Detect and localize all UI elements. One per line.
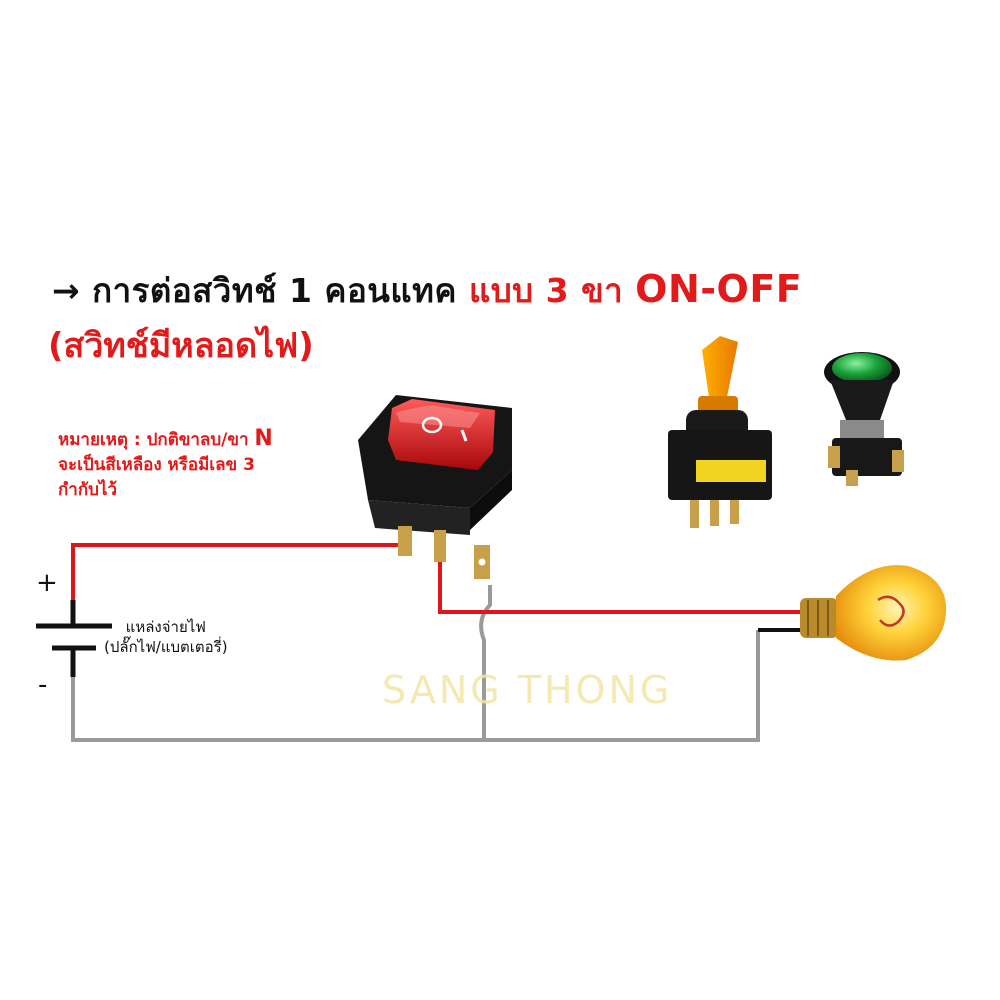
note-text: หมายเหตุ : ปกติขาลบ/ขา N จะเป็นสีเหลือง … [58, 426, 273, 503]
power-source-label: แหล่งจ่ายไฟ (ปลั๊กไฟ/แบตเตอรี่) [104, 617, 228, 657]
note-line-3: กำกับไว้ [58, 480, 118, 500]
title-part-1: การต่อสวิทช์ 1 คอนแทค [92, 271, 457, 310]
title-part-2: แบบ 3 ขา [468, 271, 624, 310]
light-bulb-image [800, 565, 947, 661]
battery-minus-label: - [38, 670, 48, 700]
note-line-2: จะเป็นสีเหลือง หรือมีเลข 3 [58, 455, 255, 475]
rocker-switch-image [358, 395, 512, 579]
power-source-line-2: (ปลั๊กไฟ/แบตเตอรี่) [104, 638, 228, 656]
negative-wire [71, 585, 760, 742]
note-letter-n: N [254, 426, 273, 451]
watermark: SANG THONG [382, 668, 673, 712]
battery-symbol [36, 600, 112, 677]
battery-plus-label: + [36, 568, 58, 598]
diagram-subtitle: (สวิทช์มีหลอดไฟ) [48, 326, 314, 366]
power-source-line-1: แหล่งจ่ายไฟ [125, 618, 206, 636]
arrow-icon: → [52, 271, 81, 310]
title-on-off: ON-OFF [635, 267, 803, 311]
push-button-image [824, 352, 904, 486]
diagram-title: → การต่อสวิทช์ 1 คอนแทค แบบ 3 ขา ON-OFF [52, 264, 802, 317]
toggle-switch-image [668, 336, 772, 528]
note-line-1: หมายเหตุ : ปกติขาลบ/ขา [58, 430, 249, 450]
positive-wire [71, 543, 800, 614]
